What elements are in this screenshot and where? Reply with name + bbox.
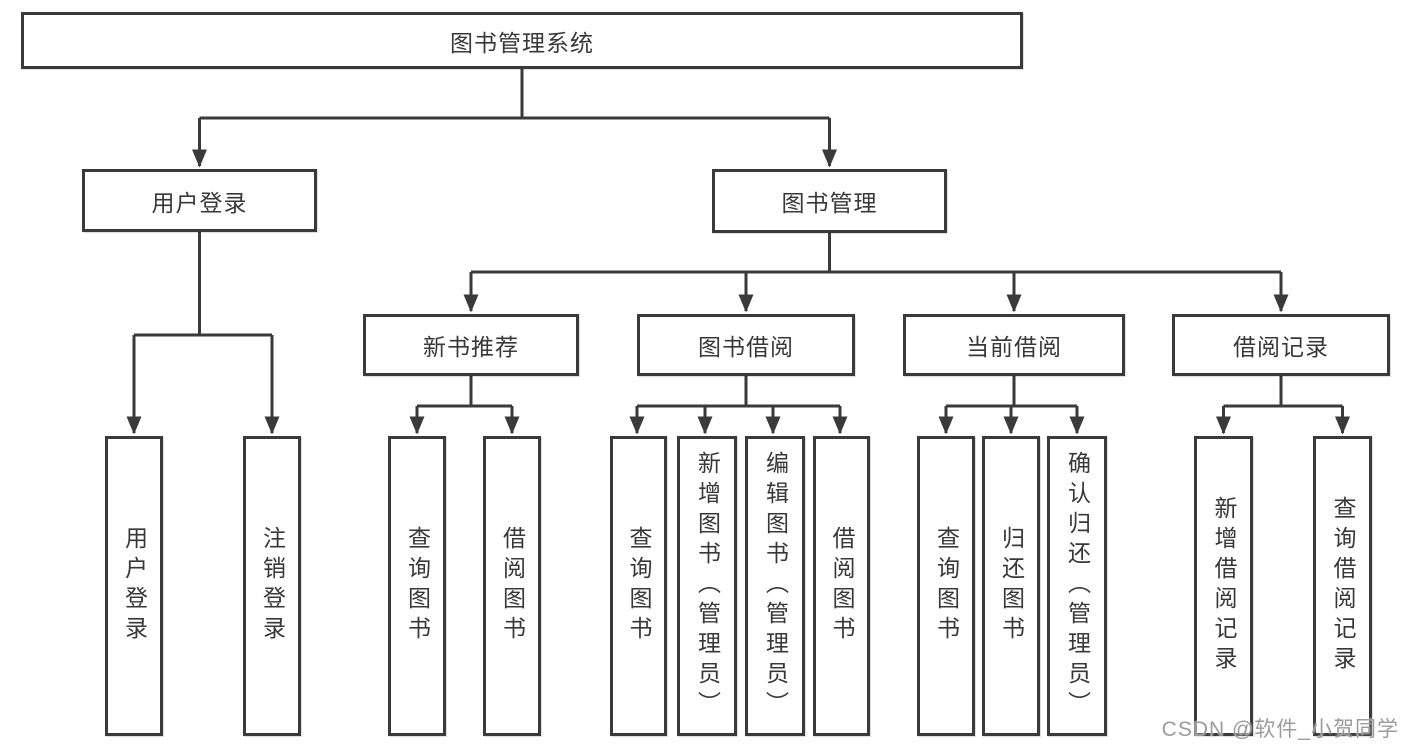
node-borrow-record: 借阅记录 [1172, 314, 1390, 376]
leaf-logout: 注销登录 [243, 436, 301, 736]
leaf-query-book-current: 查询图书 [917, 436, 975, 736]
node-user-login: 用户登录 [82, 169, 317, 232]
leaf-label: 新增借阅记录 [1211, 496, 1237, 676]
leaf-label: 借阅图书 [499, 526, 526, 646]
node-library-management-system: 图书管理系统 [21, 12, 1023, 69]
leaf-edit-book-admin: 编辑图书（管理员） [745, 436, 805, 736]
leaf-label: 归还图书 [998, 526, 1025, 646]
leaf-query-book-borrow: 查询图书 [610, 436, 667, 736]
leaf-user-login: 用户登录 [105, 436, 163, 736]
leaf-label: 查询图书 [933, 526, 960, 646]
node-book-borrow: 图书借阅 [637, 314, 855, 376]
leaf-label: 注销登录 [259, 526, 286, 646]
leaf-label: 编辑图书（管理员） [762, 451, 789, 721]
leaf-add-book-admin: 新增图书（管理员） [677, 436, 737, 736]
leaf-query-book-recommend: 查询图书 [388, 436, 446, 736]
leaf-return-book: 归还图书 [982, 436, 1040, 736]
leaf-label: 借阅图书 [829, 526, 855, 646]
csdn-watermark: CSDN @软件_小贺同学 [1161, 718, 1399, 741]
leaf-query-borrow-record: 查询借阅记录 [1313, 436, 1372, 736]
leaf-label: 用户登录 [121, 526, 148, 646]
leaf-confirm-return-admin: 确认归还（管理员） [1047, 436, 1107, 736]
node-new-book-recommend: 新书推荐 [363, 314, 579, 376]
leaf-borrow-book-recommend: 借阅图书 [483, 436, 541, 736]
leaf-label: 查询借阅记录 [1330, 496, 1356, 676]
leaf-add-borrow-record: 新增借阅记录 [1194, 436, 1253, 736]
leaf-label: 查询图书 [404, 526, 431, 646]
node-book-management: 图书管理 [712, 169, 947, 233]
leaf-label: 确认归还（管理员） [1064, 451, 1091, 721]
leaf-borrow-book: 借阅图书 [813, 436, 870, 736]
leaf-label: 新增图书（管理员） [694, 451, 721, 721]
leaf-label: 查询图书 [626, 526, 652, 646]
node-current-borrow: 当前借阅 [903, 314, 1125, 376]
